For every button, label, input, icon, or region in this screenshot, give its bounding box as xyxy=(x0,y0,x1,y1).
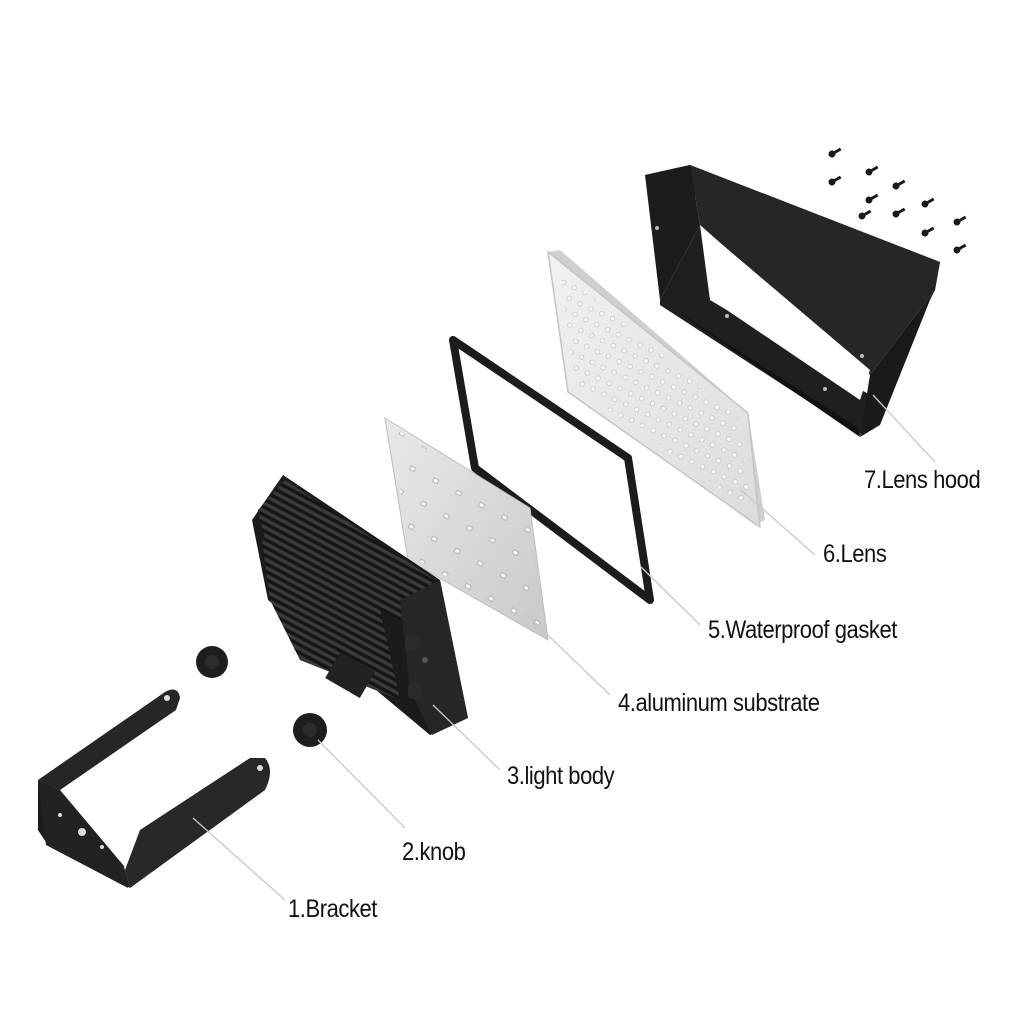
bracket-part xyxy=(38,689,270,888)
screws xyxy=(828,147,967,254)
leader-lines xyxy=(192,394,936,901)
label-waterproof-gasket: 5.Waterproof gasket xyxy=(708,616,897,644)
lens-hood-part xyxy=(645,165,940,437)
lens-part xyxy=(546,250,765,529)
label-lens-hood: 7.Lens hood xyxy=(864,466,981,494)
light-body-part xyxy=(252,475,468,735)
knob-parts xyxy=(196,646,327,747)
aluminum-substrate-part xyxy=(384,416,549,641)
waterproof-gasket-part xyxy=(449,336,654,604)
label-bracket: 1.Bracket xyxy=(288,895,377,923)
label-aluminum-substrate: 4.aluminum substrate xyxy=(618,689,820,717)
label-light-body: 3.light body xyxy=(507,762,615,790)
label-lens: 6.Lens xyxy=(823,540,887,568)
label-knob: 2.knob xyxy=(402,838,466,866)
